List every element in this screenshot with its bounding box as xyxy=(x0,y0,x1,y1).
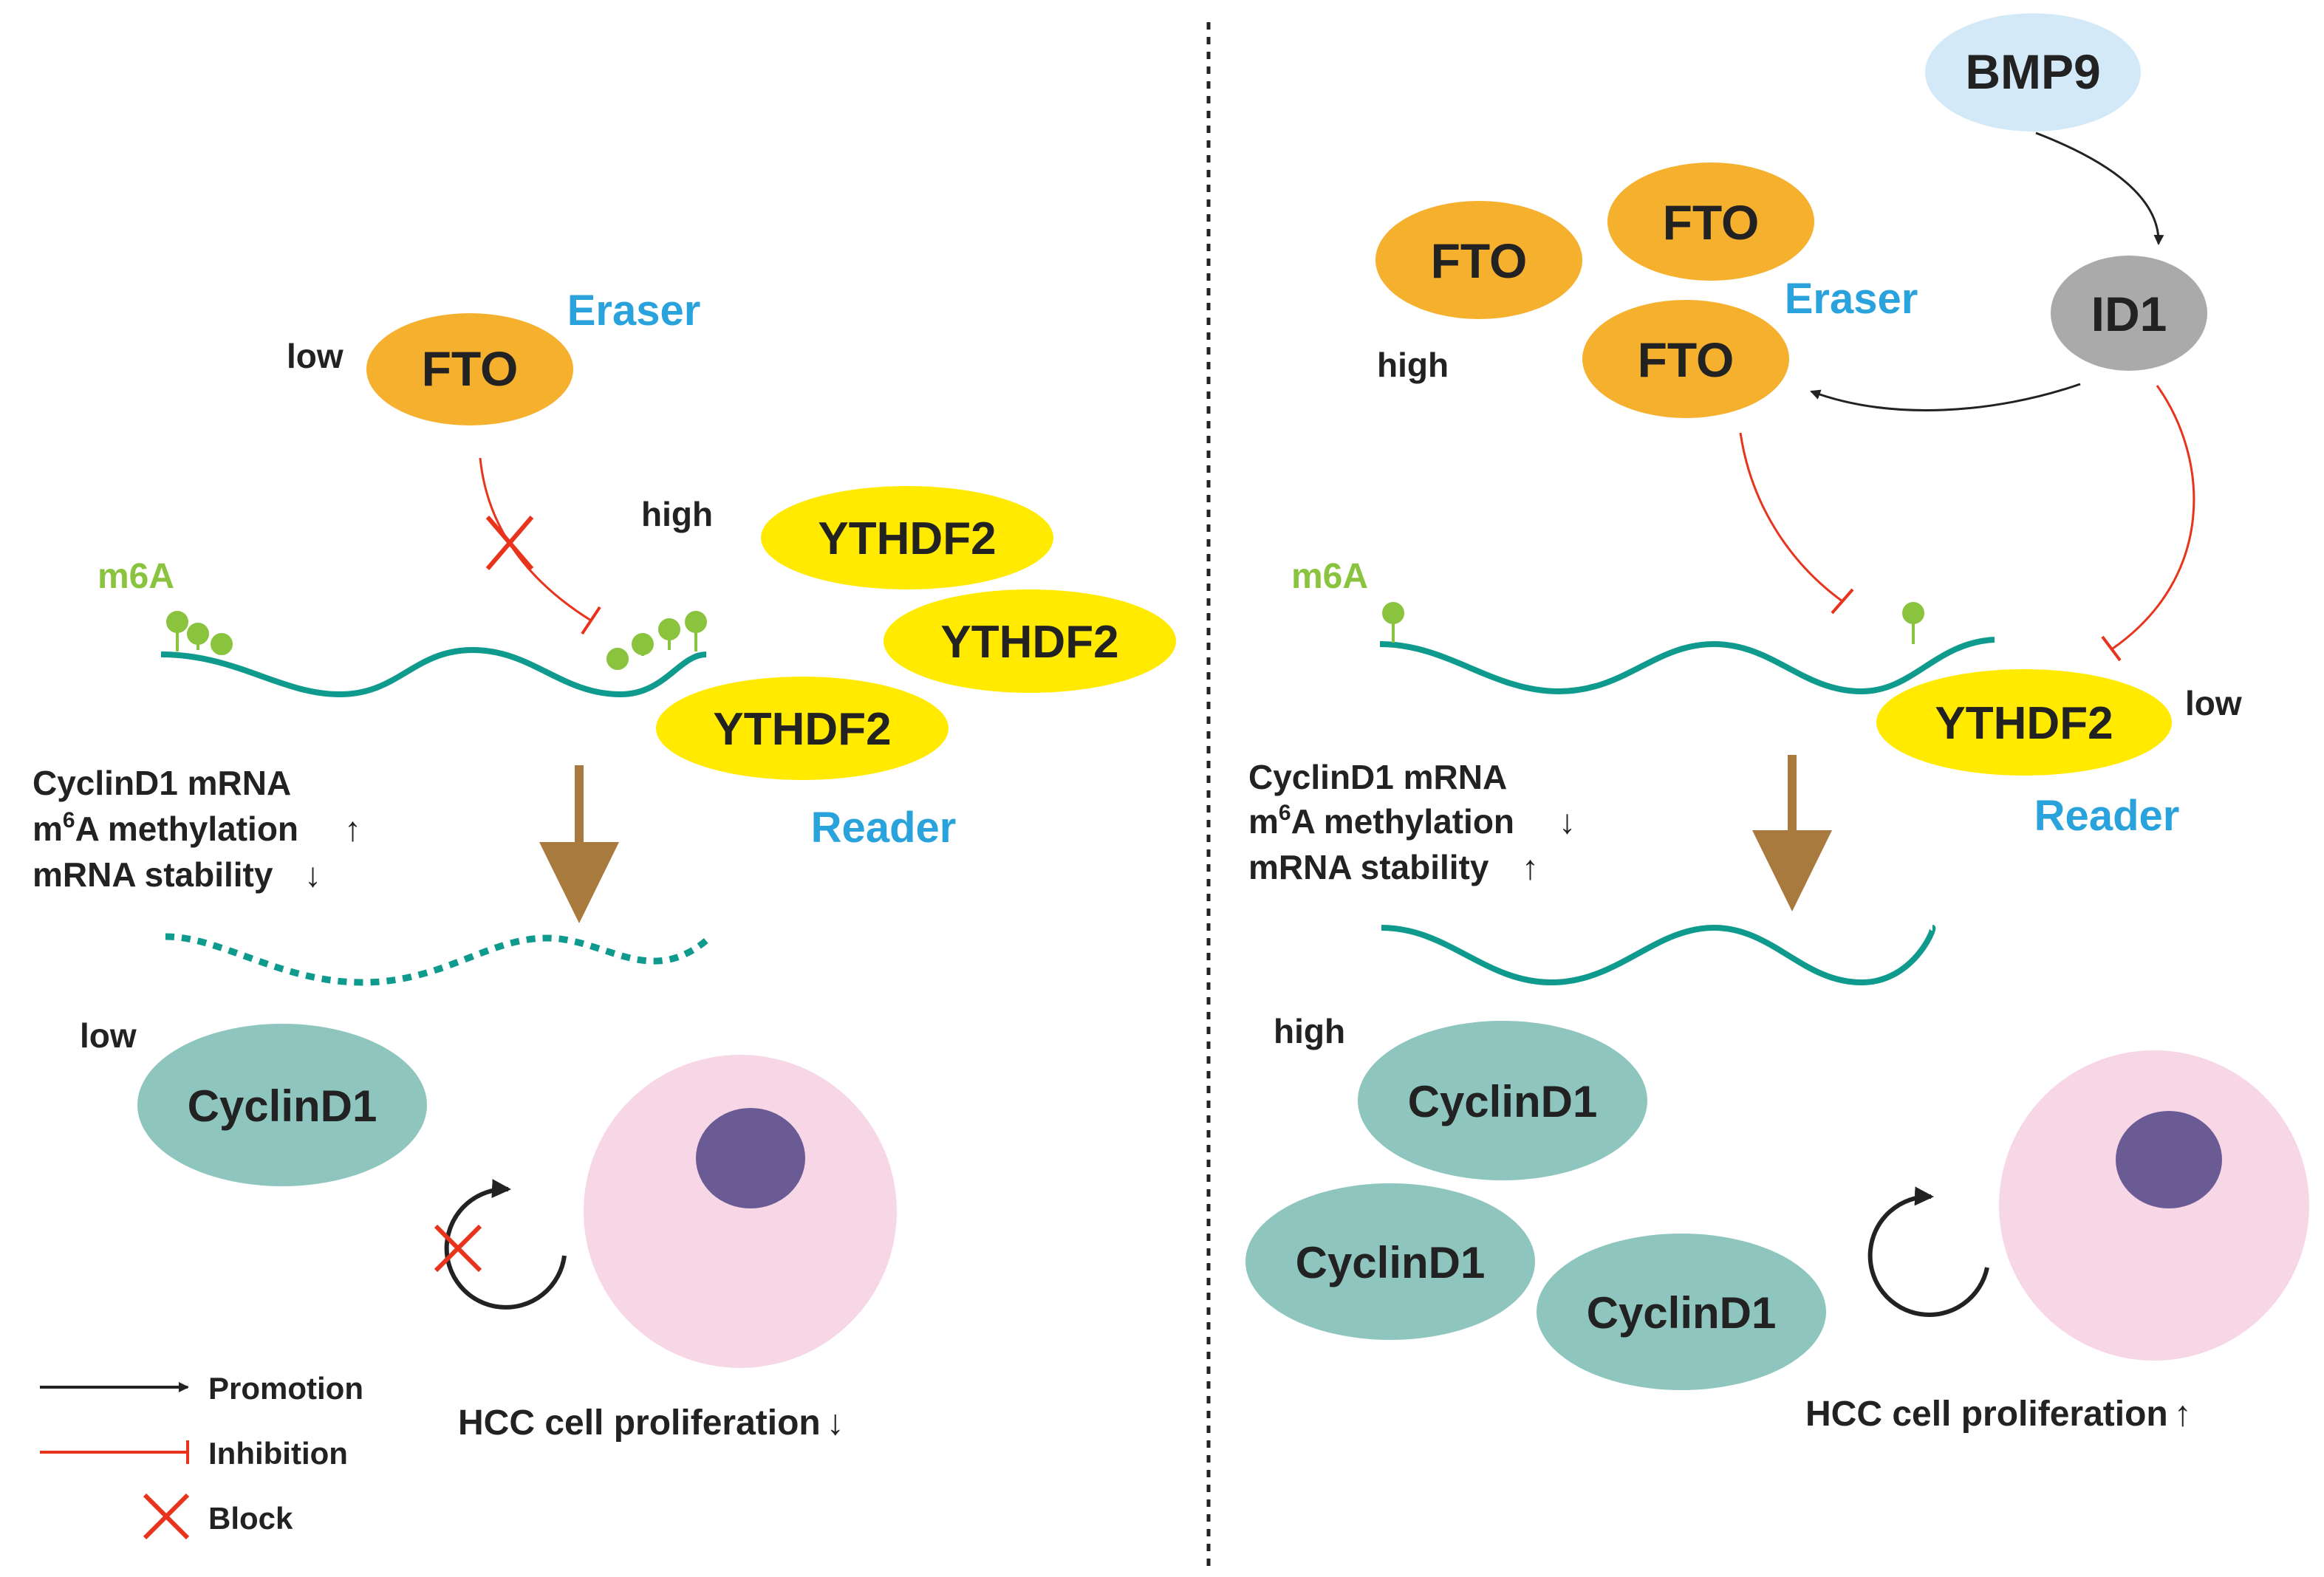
legend: Promotion Inhibition Block xyxy=(40,1371,363,1540)
right-cyclin-label-2: CyclinD1 xyxy=(1296,1238,1486,1287)
left-ythdf2-ellipse-2 xyxy=(884,589,1176,693)
right-bmp9-ellipse xyxy=(1925,13,2141,131)
right-outcome: HCC cell proliferation↑ xyxy=(1805,1395,2192,1434)
right-reader-label: Reader xyxy=(2034,792,2180,840)
right-cyclin-level: high xyxy=(1274,1012,1345,1050)
right-id1-inhibition-line xyxy=(2112,385,2195,650)
left-mrna-wave xyxy=(160,646,707,698)
right-cyclin-ellipse-3 xyxy=(1537,1234,1826,1390)
left-fto-level: low xyxy=(287,337,344,375)
left-cyclin-level: low xyxy=(80,1016,137,1055)
right-m6a-marks xyxy=(1382,602,1924,644)
right-fto-inhibition-bar xyxy=(1831,588,1854,615)
legend-promotion-label: Promotion xyxy=(208,1371,363,1406)
right-ythdf2-level: low xyxy=(2185,684,2242,722)
left-inhibition-bar xyxy=(581,606,601,635)
right-fto-ellipse-1 xyxy=(1375,201,1582,319)
left-m6a-label: m6A xyxy=(98,557,174,596)
right-bmp9-to-id1-arrow xyxy=(2035,131,2164,245)
right-mrna-wave xyxy=(1379,637,1995,695)
left-ythdf2-label-3: YTHDF2 xyxy=(713,704,891,755)
right-cell-nucleus xyxy=(2116,1111,2222,1208)
right-fto-label-2: FTO xyxy=(1663,195,1760,250)
left-effect-line2: m6A methylation xyxy=(33,808,298,848)
left-ythdf2-label-2: YTHDF2 xyxy=(940,617,1118,668)
left-effect-line3-arrow: ↓ xyxy=(304,855,321,894)
right-fto-level: high xyxy=(1377,346,1449,384)
right-effect-line1: CyclinD1 mRNA xyxy=(1248,758,1507,796)
legend-block-label: Block xyxy=(208,1501,293,1536)
right-ythdf2-ellipse xyxy=(1876,669,2172,776)
left-ythdf2-ellipse-1 xyxy=(761,486,1053,589)
right-id1-to-fto-arrow xyxy=(1810,383,2081,411)
left-big-arrow xyxy=(539,765,619,923)
right-fto-ellipse-2 xyxy=(1607,163,1814,281)
left-cell xyxy=(584,1055,897,1368)
left-cyclin-ellipse xyxy=(137,1024,427,1186)
left-effect-line1: CyclinD1 mRNA xyxy=(33,764,291,802)
right-effect-line3-arrow: ↑ xyxy=(1522,848,1539,886)
right-fto-inhibition-line xyxy=(1739,432,1843,603)
left-effect-line3: mRNA stability xyxy=(33,855,273,894)
right-id1-ellipse xyxy=(2051,256,2207,371)
right-id1-label: ID1 xyxy=(2091,287,2167,341)
right-cyclin-label-1: CyclinD1 xyxy=(1408,1077,1598,1126)
left-effect-line2-arrow: ↑ xyxy=(344,810,361,848)
left-cycle-arrow xyxy=(444,1179,567,1310)
right-fto-label-1: FTO xyxy=(1431,233,1528,288)
right-cycle-arrow xyxy=(1867,1186,1989,1317)
right-cyclin-ellipse-1 xyxy=(1358,1021,1647,1180)
left-fto-label: FTO xyxy=(422,341,519,396)
left-outcome: HCC cell proliferation↓ xyxy=(458,1403,844,1443)
right-bmp9-label: BMP9 xyxy=(1965,44,2100,99)
right-id1-inhibition-bar xyxy=(2101,635,2122,662)
right-ythdf2-label: YTHDF2 xyxy=(1935,698,2113,749)
left-reader-label: Reader xyxy=(811,804,957,852)
left-cyclin-label: CyclinD1 xyxy=(188,1081,377,1131)
right-effect-line2: m6A methylation xyxy=(1248,801,1514,841)
left-fto-ellipse xyxy=(366,313,573,425)
left-ythdf2-level: high xyxy=(641,495,713,533)
left-ythdf2-label-1: YTHDF2 xyxy=(818,513,996,564)
legend-inhibition-label: Inhibition xyxy=(208,1436,348,1471)
left-fto-inhibition-line xyxy=(479,457,592,622)
right-fto-label-3: FTO xyxy=(1638,332,1735,387)
right-big-arrow xyxy=(1752,755,1832,911)
left-eraser-label: Eraser xyxy=(567,287,701,335)
right-eraser-label: Eraser xyxy=(1785,275,1918,323)
right-m6a-label: m6A xyxy=(1291,557,1368,596)
left-m6a-marks xyxy=(166,611,707,670)
left-block-icon xyxy=(485,516,534,570)
legend-block-icon xyxy=(143,1493,190,1540)
right-intact-mrna xyxy=(1381,924,1936,986)
left-cell-nucleus xyxy=(696,1108,805,1208)
left-cycle-block-icon xyxy=(434,1224,482,1273)
right-cyclin-ellipse-2 xyxy=(1245,1183,1535,1340)
left-ythdf2-ellipse-3 xyxy=(656,677,949,780)
left-panel: low FTO Eraser high YTHDF2 YTHDF2 YTHDF2… xyxy=(33,287,1176,1540)
right-effect-line2-arrow: ↓ xyxy=(1559,802,1576,841)
right-panel: BMP9 ID1 FTO FTO FTO high Eraser m6A YTH… xyxy=(1245,13,2309,1434)
right-cyclin-label-3: CyclinD1 xyxy=(1587,1288,1777,1338)
right-effect-line3: mRNA stability xyxy=(1248,848,1489,886)
right-fto-ellipse-3 xyxy=(1582,300,1789,418)
left-degraded-mrna xyxy=(165,933,711,986)
